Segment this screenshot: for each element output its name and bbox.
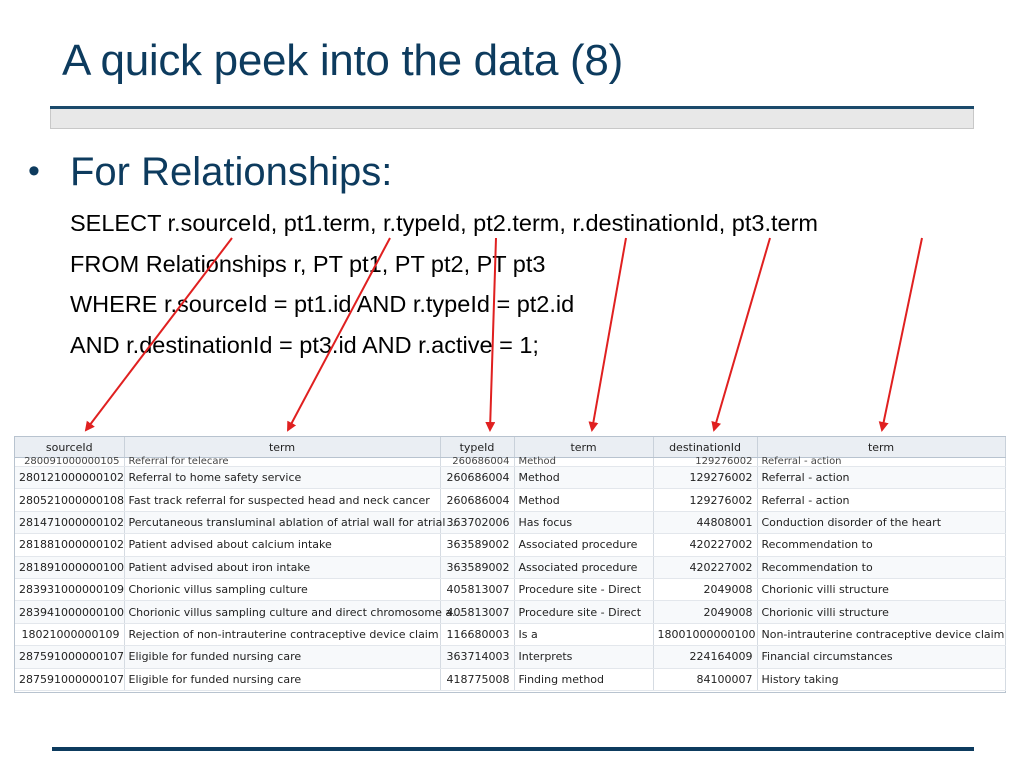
cell-destinationid[interactable]: 84100007: [653, 668, 758, 691]
arrow-destinationid: [711, 237, 771, 432]
cell-term-source[interactable]: Rejection of non-intrauterine contracept…: [124, 623, 441, 647]
cell-sourceid[interactable]: 281471000000102: [15, 511, 125, 535]
cell-typeid[interactable]: 260686004: [440, 466, 515, 490]
sql-line-from: FROM Relationships r, PT pt1, PT pt2, PT…: [70, 251, 546, 277]
cell-term-type[interactable]: Is a: [514, 623, 654, 647]
cell-term-destination[interactable]: History taking: [757, 668, 1006, 691]
column-header-typeid[interactable]: typeId: [440, 437, 515, 458]
cell-sourceid[interactable]: 18021000000109: [15, 623, 125, 647]
sql-line-where: WHERE r.sourceId = pt1.id AND r.typeId =…: [70, 291, 575, 317]
bullet-dot-icon: •: [28, 152, 40, 190]
cell-term-source[interactable]: Chorionic villus sampling culture and di…: [124, 600, 463, 624]
cell-destinationid[interactable]: 420227002: [653, 533, 758, 557]
cell-term-destination[interactable]: Referral - action: [757, 457, 1006, 467]
cell-term-type[interactable]: Method: [514, 466, 654, 490]
cell-term-source[interactable]: Percutaneous transluminal ablation of at…: [124, 511, 459, 535]
cell-typeid[interactable]: 363589002: [440, 533, 515, 557]
cell-term-destination[interactable]: Recommendation to: [757, 533, 1006, 557]
cell-typeid[interactable]: 260686004: [440, 488, 515, 512]
slide-title: A quick peek into the data (8): [62, 36, 623, 85]
cell-term-type[interactable]: Procedure site - Direct: [514, 578, 654, 602]
grid-header-row: sourceId term typeId term destinationId …: [15, 437, 1006, 458]
cell-destinationid[interactable]: 129276002: [653, 457, 758, 467]
cell-term-destination[interactable]: Conduction disorder of the heart: [757, 511, 1006, 535]
cell-term-destination[interactable]: Chorionic villi structure: [757, 600, 1006, 624]
cell-destinationid[interactable]: 129276002: [653, 488, 758, 512]
cell-term-type[interactable]: Finding method: [514, 668, 654, 691]
cell-sourceid[interactable]: 283931000000109: [15, 578, 125, 602]
cell-typeid[interactable]: 405813007: [440, 578, 515, 602]
cell-sourceid[interactable]: 281881000000102: [15, 533, 125, 557]
cell-term-source[interactable]: Patient advised about iron intake: [124, 556, 441, 579]
cell-typeid[interactable]: 363589002: [440, 556, 515, 579]
column-header-term-destination[interactable]: term: [757, 437, 1006, 458]
bullet-heading: For Relationships:: [70, 150, 393, 194]
cell-destinationid[interactable]: 18001000000100: [653, 623, 758, 647]
cell-term-type[interactable]: Method: [514, 488, 654, 512]
cell-sourceid[interactable]: 287591000000107: [15, 645, 125, 669]
cell-term-type[interactable]: Associated procedure: [514, 556, 654, 579]
column-header-term-type[interactable]: term: [514, 437, 654, 458]
column-header-destinationid[interactable]: destinationId: [653, 437, 758, 458]
cell-sourceid[interactable]: 283941000000100: [15, 600, 125, 624]
cell-sourceid[interactable]: 281891000000100: [15, 556, 125, 579]
cell-typeid[interactable]: 116680003: [440, 623, 515, 647]
cell-term-type[interactable]: Interprets: [514, 645, 654, 669]
cell-sourceid[interactable]: 280121000000102: [15, 466, 125, 490]
cell-term-destination[interactable]: Non-intrauterine contraceptive device cl…: [757, 623, 1006, 647]
cell-term-type[interactable]: Associated procedure: [514, 533, 654, 557]
results-grid[interactable]: sourceId term typeId term destinationId …: [14, 436, 1006, 693]
cell-destinationid[interactable]: 224164009: [653, 645, 758, 669]
cell-sourceid[interactable]: 280521000000108: [15, 488, 125, 512]
cell-term-source[interactable]: Eligible for funded nursing care: [124, 668, 441, 691]
cell-term-destination[interactable]: Chorionic villi structure: [757, 578, 1006, 602]
cell-term-source[interactable]: Referral to home safety service: [124, 466, 441, 490]
arrow-term-destination: [878, 237, 923, 432]
column-header-sourceid[interactable]: sourceId: [15, 437, 125, 458]
cell-term-type[interactable]: Method: [514, 457, 654, 467]
cell-destinationid[interactable]: 2049008: [653, 600, 758, 624]
cell-destinationid[interactable]: 129276002: [653, 466, 758, 490]
cell-term-type[interactable]: Has focus: [514, 511, 654, 535]
cell-typeid[interactable]: 418775008: [440, 668, 515, 691]
cell-sourceid[interactable]: 287591000000107: [15, 668, 125, 691]
sql-line-select: SELECT r.sourceId, pt1.term, r.typeId, p…: [70, 210, 818, 236]
cell-typeid[interactable]: 363702006: [440, 511, 515, 535]
cell-term-type[interactable]: Procedure site - Direct: [514, 600, 654, 624]
cell-term-source[interactable]: Patient advised about calcium intake: [124, 533, 441, 557]
cell-term-source[interactable]: Referral for telecare: [124, 457, 441, 467]
cell-term-source[interactable]: Eligible for funded nursing care: [124, 645, 441, 669]
cell-typeid[interactable]: 405813007: [440, 600, 515, 624]
cell-term-destination[interactable]: Referral - action: [757, 466, 1006, 490]
sql-line-and: AND r.destinationId = pt3.id AND r.activ…: [70, 332, 539, 358]
title-band: [50, 109, 974, 129]
cell-term-destination[interactable]: Referral - action: [757, 488, 1006, 512]
column-header-term-source[interactable]: term: [124, 437, 441, 458]
arrow-term-type: [588, 237, 627, 432]
cell-term-destination[interactable]: Recommendation to: [757, 556, 1006, 579]
cell-term-source[interactable]: Fast track referral for suspected head a…: [124, 488, 441, 512]
cell-term-destination[interactable]: Financial circumstances: [757, 645, 1006, 669]
cell-destinationid[interactable]: 420227002: [653, 556, 758, 579]
title-rule: [50, 106, 974, 109]
cell-destinationid[interactable]: 2049008: [653, 578, 758, 602]
cell-typeid[interactable]: 260686004: [440, 457, 515, 467]
cell-sourceid[interactable]: 280091000000105: [15, 457, 125, 467]
cell-destinationid[interactable]: 44808001: [653, 511, 758, 535]
footer-rule: [52, 747, 974, 751]
cell-typeid[interactable]: 363714003: [440, 645, 515, 669]
cell-term-source[interactable]: Chorionic villus sampling culture: [124, 578, 441, 602]
